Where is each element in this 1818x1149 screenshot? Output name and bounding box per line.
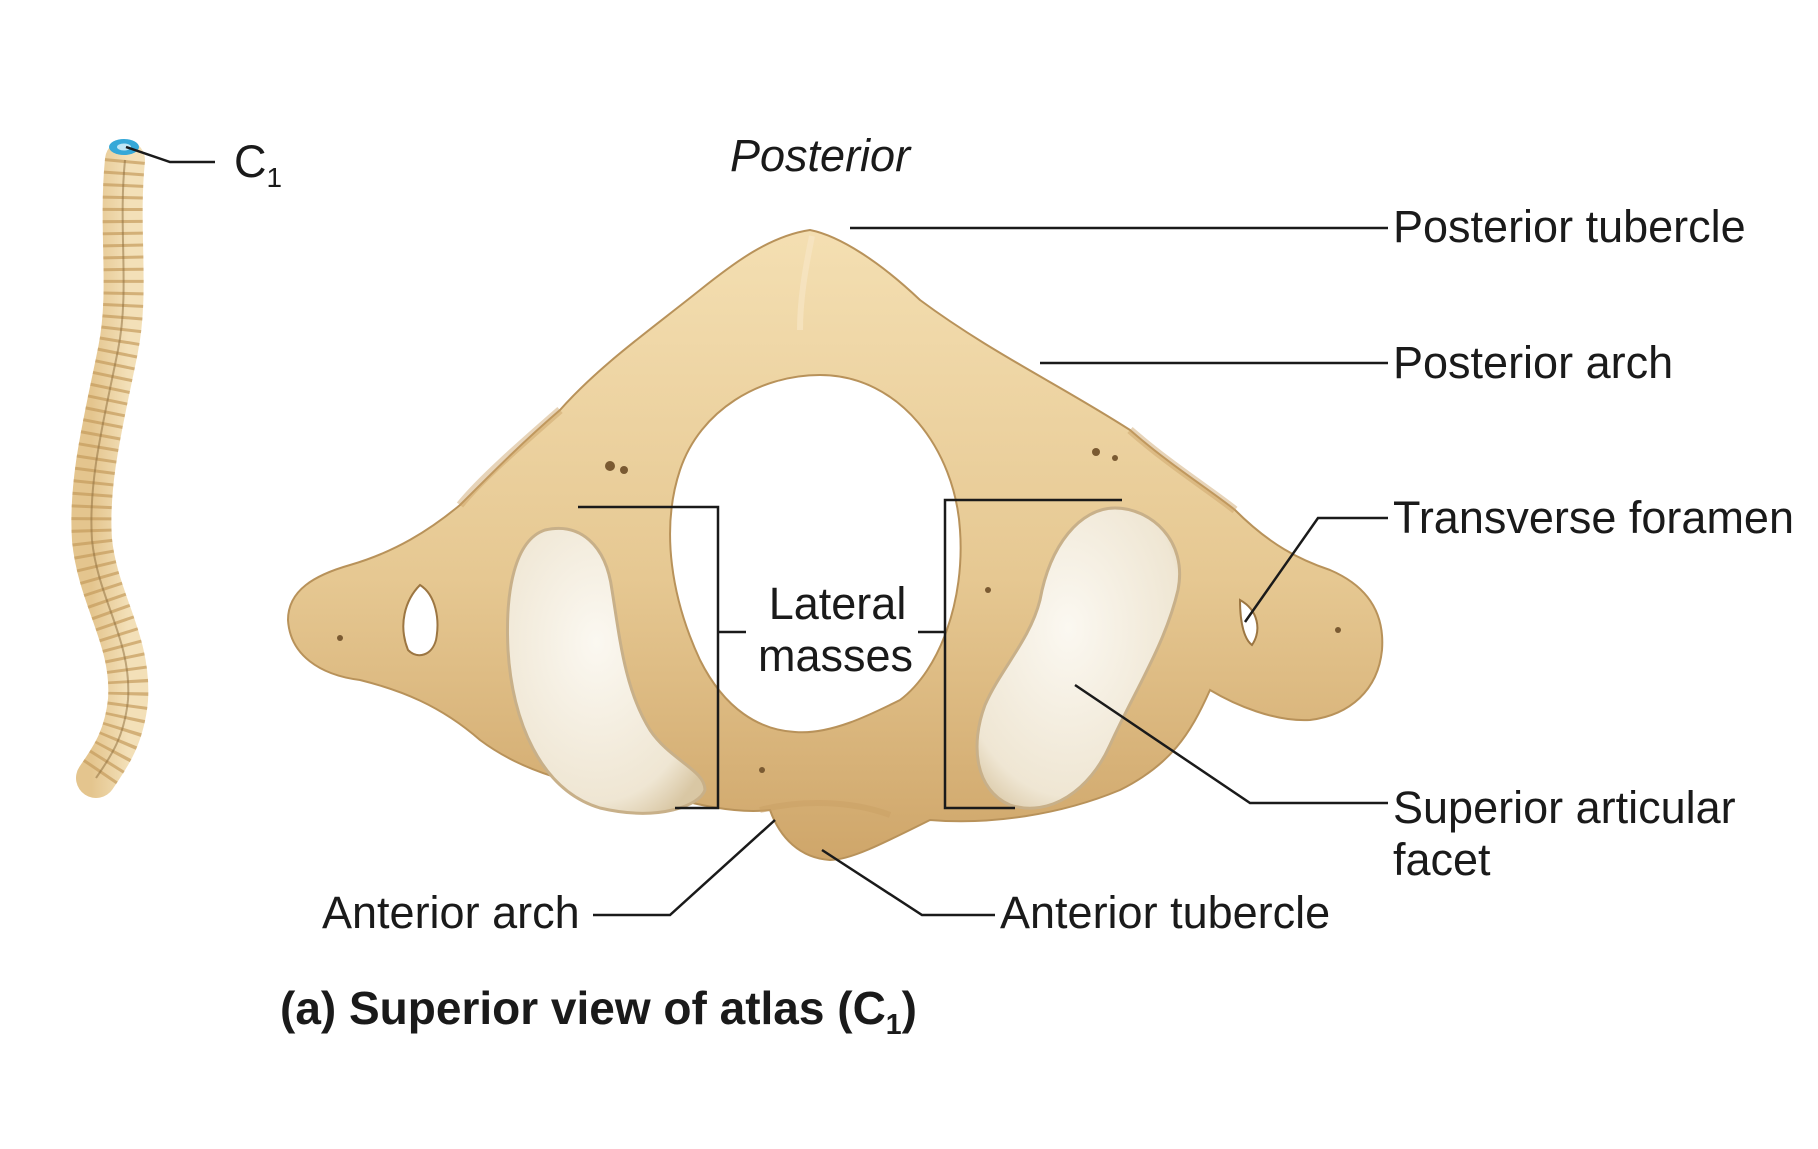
label-posterior-arch: Posterior arch — [1393, 337, 1674, 388]
bone-pores — [337, 448, 1341, 773]
left-superior-articular-facet — [506, 527, 707, 815]
label-anterior-arch: Anterior arch — [322, 887, 580, 938]
left-transverse-foramen — [402, 583, 439, 657]
atlas-vertebra — [286, 228, 1384, 862]
vertebral-column-thumbnail — [71, 139, 149, 798]
figure-caption: (a) Superior view of atlas (C1) — [280, 982, 917, 1041]
label-lateral-masses-line2: masses — [758, 630, 914, 681]
leader-lines — [125, 145, 1388, 917]
leader-transverse-foramen — [1243, 516, 1388, 623]
label-lateral-masses-line1: Lateral — [768, 578, 907, 629]
leader-superior-articular-facet — [1074, 683, 1388, 805]
leader-lateral-mass-left — [578, 505, 720, 810]
label-posterior-tubercle: Posterior tubercle — [1393, 201, 1746, 252]
leader-lateral-mass-right — [943, 498, 1122, 810]
c1-letter: C — [234, 136, 267, 187]
label-lateral-masses: Lateral masses — [758, 578, 913, 682]
orientation-label: Posterior — [730, 130, 911, 181]
label-superior-articular-facet: Superior articular facet — [1393, 782, 1736, 886]
c1-number: 1 — [266, 161, 283, 193]
c1-spine-label: C1 — [234, 136, 282, 194]
label-transverse-foramen: Transverse foramen — [1393, 492, 1794, 543]
label-superior-articular-facet-line2: facet — [1393, 834, 1491, 885]
caption-subscript: 1 — [885, 1008, 902, 1041]
caption-suffix: ) — [901, 982, 917, 1034]
label-anterior-tubercle: Anterior tubercle — [1000, 887, 1331, 938]
atlas-bone — [286, 228, 1384, 862]
leader-anterior-tubercle — [821, 848, 995, 917]
leader-anterior-arch — [593, 819, 776, 917]
right-superior-articular-facet — [975, 506, 1182, 810]
leader-c1 — [125, 145, 215, 164]
caption-prefix: (a) Superior view of atlas (C — [280, 982, 886, 1034]
label-superior-articular-facet-line1: Superior articular — [1393, 782, 1736, 833]
